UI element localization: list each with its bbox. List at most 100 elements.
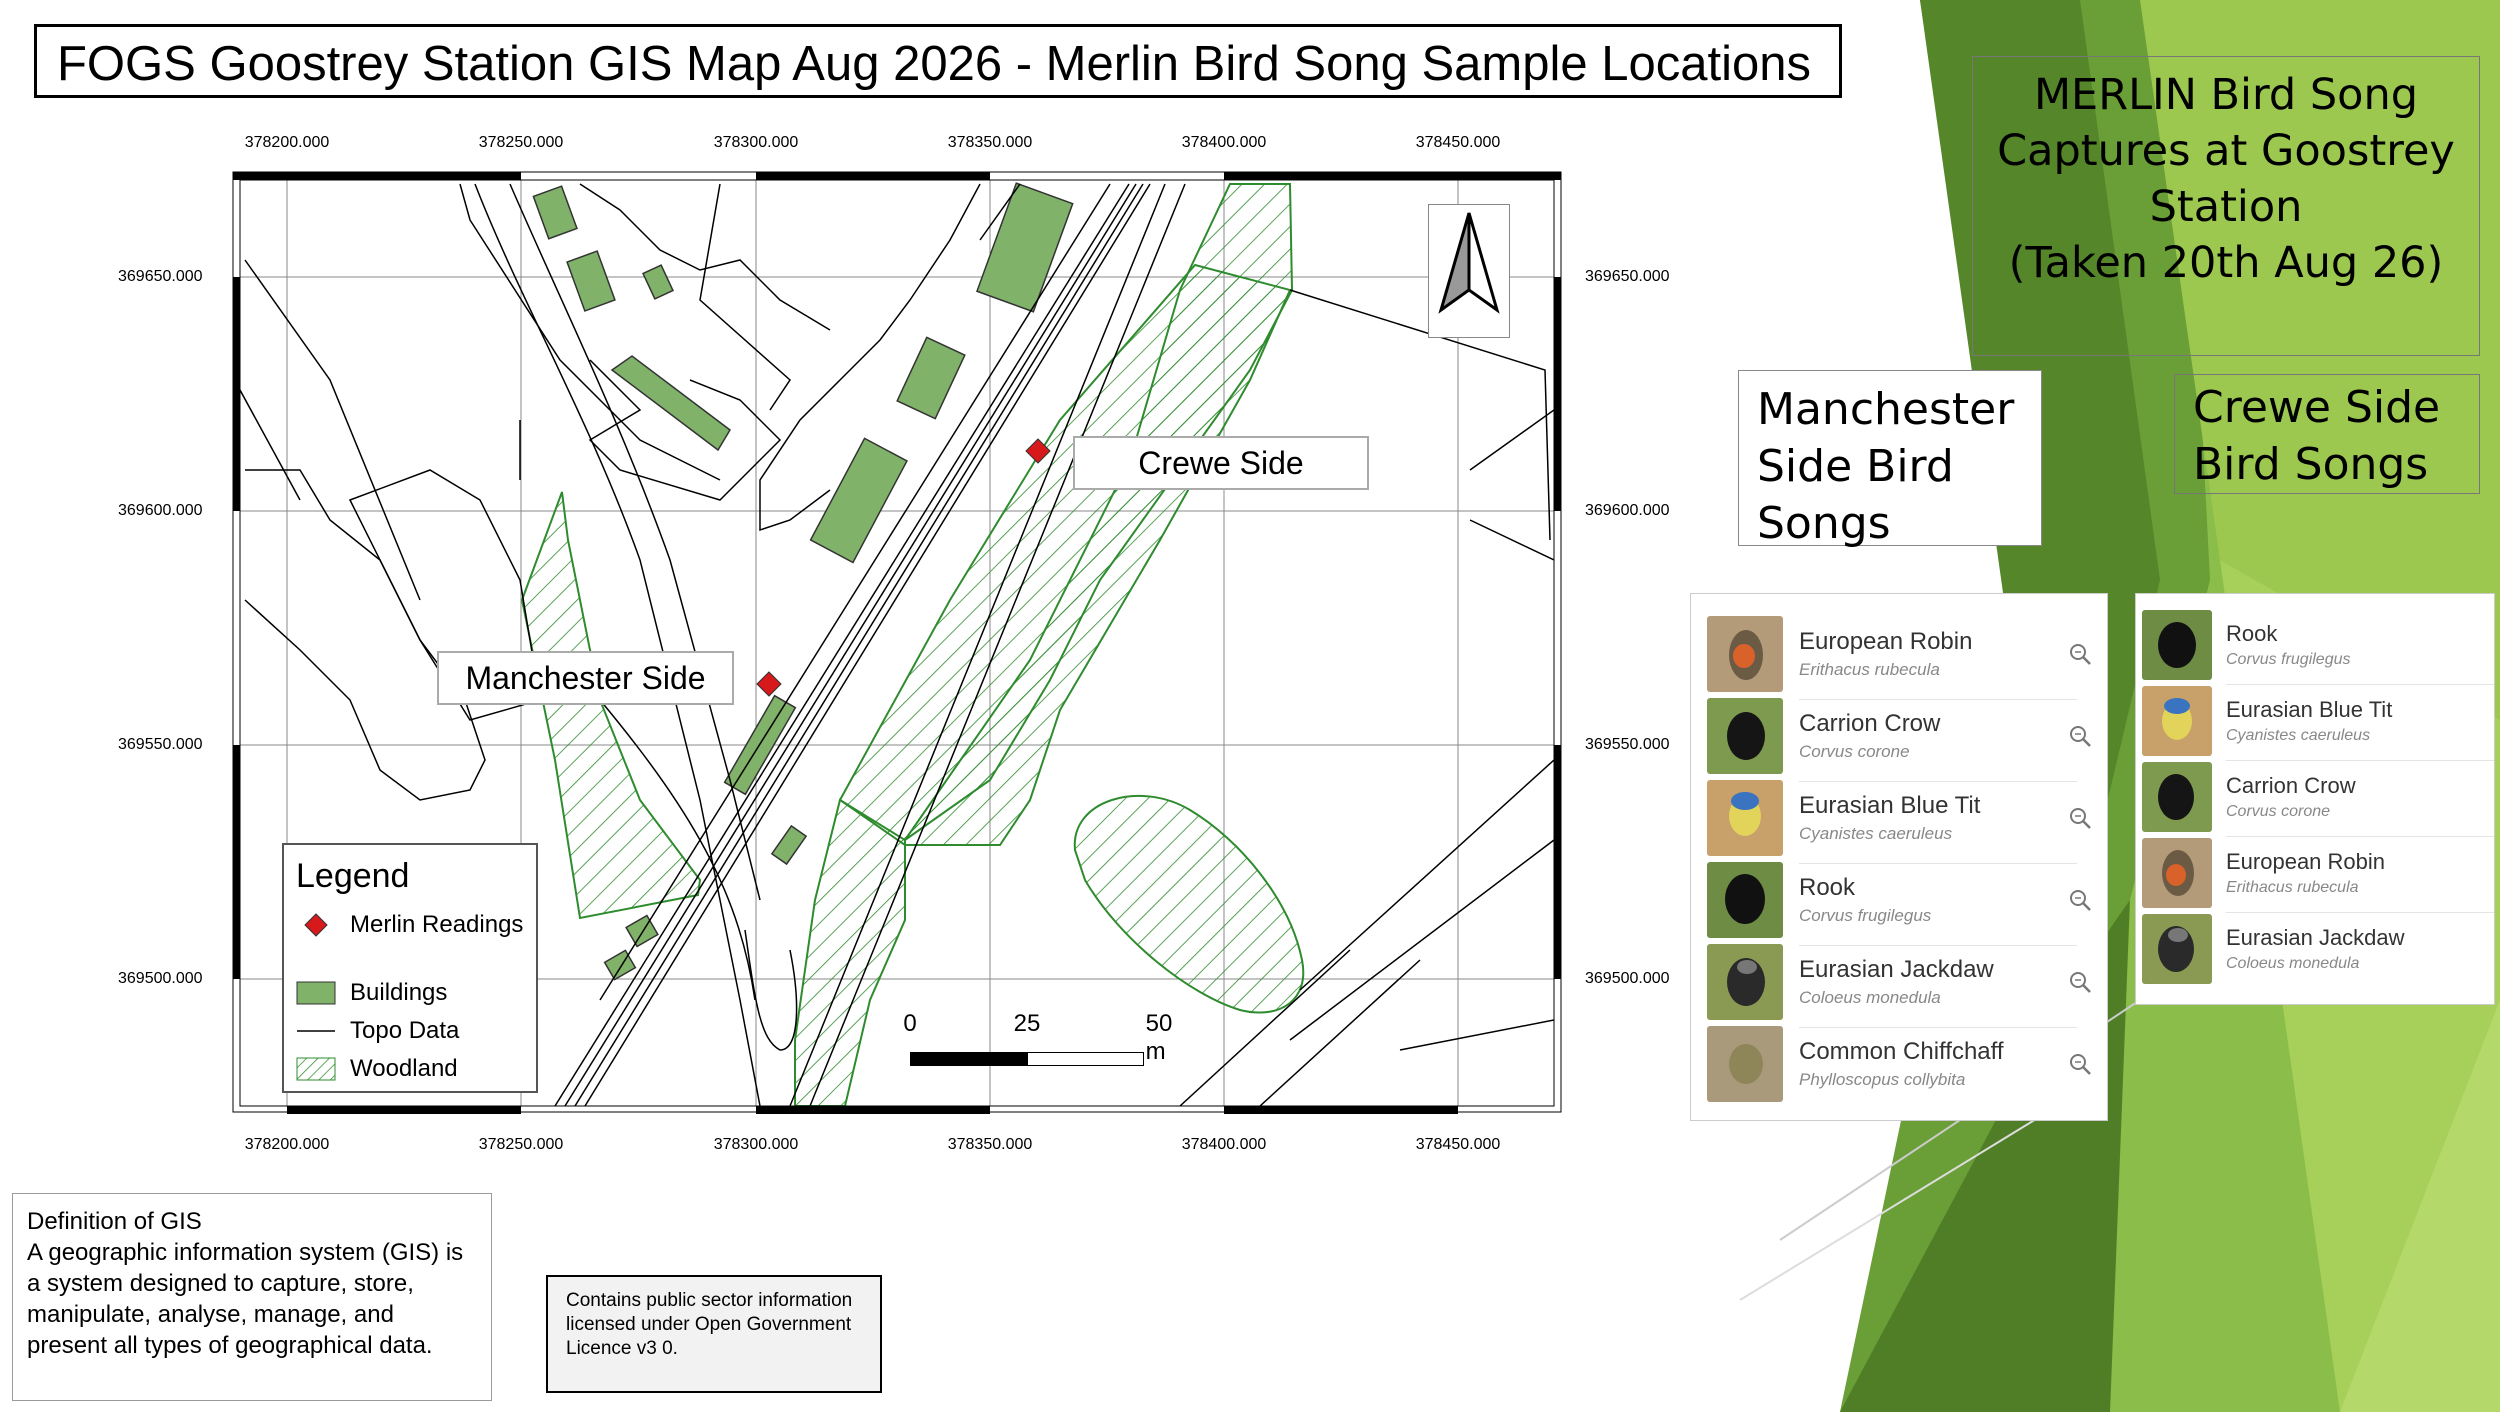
legend-label: Merlin Readings <box>350 911 524 938</box>
x-tick: 378400.000 <box>1181 1136 1267 1153</box>
bird-list-item[interactable]: Carrion Crow Corvus corone <box>2136 762 2494 832</box>
north-arrow-icon <box>1438 212 1500 314</box>
list-divider <box>1799 1027 2077 1028</box>
bird-list-item[interactable]: Eurasian Blue Tit Cyanistes caeruleus <box>1691 780 2107 856</box>
x-tick: 378250.000 <box>478 1136 564 1153</box>
gis-definition-heading: Definition of GIS <box>27 1208 202 1235</box>
list-divider <box>1799 699 2077 700</box>
merlin-reading-manchester[interactable] <box>756 671 782 697</box>
merlin-heading-line: Captures at Goostrey <box>1997 126 2455 176</box>
bird-scientific-name: Cyanistes caeruleus <box>2226 727 2371 744</box>
topo-lines <box>240 183 1554 1106</box>
bird-list-item[interactable]: Rook Corvus frugilegus <box>1691 862 2107 938</box>
building <box>566 250 616 312</box>
y-tick: 369600.000 <box>1585 502 1670 519</box>
zoom-icon[interactable] <box>2067 887 2093 913</box>
chiffchaff-photo-icon <box>1707 1026 1783 1102</box>
blue-tit-photo-icon <box>1707 780 1783 856</box>
blue-tit-photo-icon <box>2142 686 2212 756</box>
bird-name: Common Chiffchaff <box>1799 1038 2004 1065</box>
bird-scientific-name: Corvus corone <box>1799 742 1910 761</box>
building <box>610 355 731 452</box>
gis-definition-body: A geographic information system (GIS) is… <box>27 1239 464 1359</box>
map-legend: Legend Merlin Readings Buildings Topo Da… <box>282 843 538 1093</box>
bird-list-item[interactable]: Eurasian Jackdaw Coloeus monedula <box>2136 914 2494 984</box>
bird-name: Eurasian Blue Tit <box>1799 792 1981 819</box>
list-divider <box>2226 760 2494 761</box>
bird-scientific-name: Erithacus rubecula <box>2226 879 2359 896</box>
y-tick: 369650.000 <box>118 268 203 285</box>
building <box>625 914 659 948</box>
legend-label: Woodland <box>350 1055 458 1082</box>
legend-label: Topo Data <box>350 1017 460 1044</box>
scale-label: 50 m <box>1145 1010 1173 1065</box>
x-tick: 378350.000 <box>947 1136 1033 1153</box>
bird-list-item[interactable]: Rook Corvus frugilegus <box>2136 610 2494 680</box>
zoom-icon[interactable] <box>2067 641 2093 667</box>
building <box>642 264 674 300</box>
bird-name: Eurasian Jackdaw <box>2226 925 2405 950</box>
x-tick: 378300.000 <box>713 134 799 151</box>
legend-label: Buildings <box>350 979 448 1006</box>
legend-title: Legend <box>296 857 410 895</box>
bird-scientific-name: Erithacus rubecula <box>1799 660 1940 679</box>
zoom-icon[interactable] <box>2067 1051 2093 1077</box>
x-tick: 378300.000 <box>713 1136 799 1153</box>
y-tick: 369500.000 <box>118 970 203 987</box>
merlin-heading-line: Station <box>2149 182 2303 232</box>
building <box>770 824 808 866</box>
manchester-heading-line: Songs <box>1757 498 1891 549</box>
north-arrow <box>1428 204 1510 338</box>
legend-item-buildings: Buildings <box>296 979 447 1007</box>
page-title: FOGS Goostrey Station GIS Map Aug 2026 -… <box>34 24 1842 98</box>
scale-segment-white <box>1027 1052 1144 1066</box>
bird-list-item[interactable]: Carrion Crow Corvus corone <box>1691 698 2107 774</box>
bird-list-item[interactable]: Eurasian Jackdaw Coloeus monedula <box>1691 944 2107 1020</box>
bird-scientific-name: Coloeus monedula <box>1799 988 1941 1007</box>
map-label-manchester-side: Manchester Side <box>437 651 734 705</box>
woodland-area <box>1073 795 1305 1014</box>
black-line-icon <box>297 1030 335 1032</box>
list-divider <box>1799 781 2077 782</box>
crewe-heading-line: Crewe Side <box>2193 382 2441 433</box>
bird-name: Eurasian Jackdaw <box>1799 956 1994 983</box>
scale-segment-black <box>910 1052 1027 1066</box>
scale-label: 25 <box>1013 1010 1041 1037</box>
x-tick: 378250.000 <box>478 134 564 151</box>
robin-photo-icon <box>1707 616 1783 692</box>
bird-list-item[interactable]: European Robin Erithacus rubecula <box>2136 838 2494 908</box>
zoom-icon[interactable] <box>2067 805 2093 831</box>
x-tick: 378450.000 <box>1415 1136 1501 1153</box>
x-tick: 378350.000 <box>947 134 1033 151</box>
rook-photo-icon <box>1707 862 1783 938</box>
merlin-reading-crewe[interactable] <box>1025 438 1051 464</box>
list-divider <box>1799 945 2077 946</box>
bird-list-item[interactable]: Eurasian Blue Tit Cyanistes caeruleus <box>2136 686 2494 756</box>
bird-list-item[interactable]: Common Chiffchaff Phylloscopus collybita <box>1691 1026 2107 1102</box>
building <box>532 185 578 240</box>
legend-item-topo: Topo Data <box>296 1017 459 1045</box>
map-content <box>240 180 1554 1106</box>
x-tick: 378200.000 <box>244 1136 330 1153</box>
jackdaw-photo-icon <box>2142 914 2212 984</box>
crewe-heading: Crewe Side Bird Songs <box>2174 374 2480 494</box>
licence-box: Contains public sector information licen… <box>546 1275 882 1393</box>
manchester-heading-line: Manchester <box>1757 384 2015 435</box>
bird-scientific-name: Phylloscopus collybita <box>1799 1070 1966 1089</box>
y-tick: 369550.000 <box>1585 736 1670 753</box>
y-tick: 369600.000 <box>118 502 203 519</box>
x-tick: 378450.000 <box>1415 134 1501 151</box>
zoom-icon[interactable] <box>2067 723 2093 749</box>
legend-item-woodland: Woodland <box>296 1055 458 1083</box>
bird-scientific-name: Cyanistes caeruleus <box>1799 824 1953 843</box>
y-tick: 369500.000 <box>1585 970 1670 987</box>
list-divider <box>2226 836 2494 837</box>
bg-facet-4 <box>2140 0 2500 720</box>
bird-list-item[interactable]: European Robin Erithacus rubecula <box>1691 616 2107 692</box>
y-tick: 369550.000 <box>118 736 203 753</box>
zoom-icon[interactable] <box>2067 969 2093 995</box>
manchester-heading: Manchester Side Bird Songs <box>1738 370 2042 549</box>
bird-name: European Robin <box>1799 628 1973 655</box>
bird-name: Rook <box>1799 874 1856 901</box>
bird-name: Carrion Crow <box>1799 710 1941 737</box>
